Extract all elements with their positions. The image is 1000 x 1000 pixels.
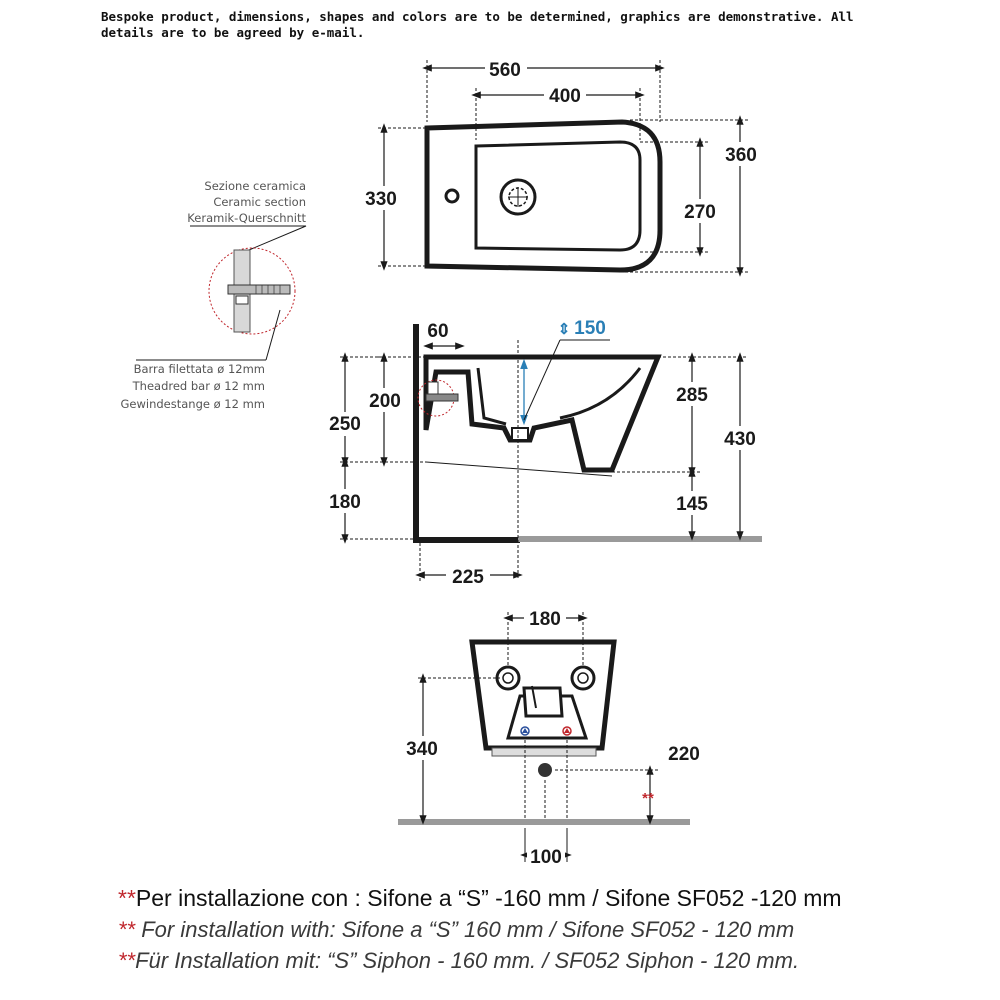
top-view-basin — [474, 140, 642, 252]
dim-60: 60 — [427, 321, 448, 342]
dim-180-side: 180 — [329, 492, 361, 513]
dim-560: 560 — [489, 60, 521, 81]
dim-430: 430 — [724, 429, 756, 450]
dim-220: 220 — [668, 744, 700, 765]
footer-english: ** For installation with: Sifone a “S” 1… — [118, 917, 794, 943]
section-note-en: Ceramic section — [213, 195, 306, 209]
dim-150-arrow-icon: ⇕ — [558, 321, 571, 338]
dim-200: 200 — [369, 391, 401, 412]
footer-stars-de: ** — [118, 948, 136, 973]
bar-note-en: Theadred bar ø 12 mm — [132, 379, 265, 393]
footer-text-de: Für Installation mit: “S” Siphon - 160 m… — [135, 948, 800, 973]
front-view-outline — [469, 639, 617, 751]
mounting-hole-left-icon — [495, 665, 521, 691]
footer-stars-en: ** — [118, 917, 136, 942]
dim-145: 145 — [676, 494, 708, 515]
footer-text-it: Per installazione con : Sifone a “S” -16… — [135, 885, 842, 911]
disclaimer-text: Bespoke product, dimensions, shapes and … — [101, 9, 854, 40]
detail-circle — [208, 247, 296, 335]
dim-100: 100 — [530, 847, 562, 868]
dim-225: 225 — [452, 567, 484, 588]
side-view-outline — [423, 354, 662, 473]
dim-340: 340 — [406, 739, 438, 760]
wall — [413, 324, 520, 543]
front-stars: ** — [642, 790, 654, 807]
top-view: 560 400 330 360 270 — [360, 56, 763, 277]
section-note-de: Keramik-Querschnitt — [187, 211, 306, 225]
dim-400: 400 — [549, 86, 581, 107]
mounting-hole-right-icon — [570, 665, 596, 691]
footer-italian: **Per installazione con : Sifone a “S” -… — [118, 885, 842, 912]
bar-note-it: Barra filettata ø 12mm — [134, 362, 265, 376]
dim-330: 330 — [365, 189, 397, 210]
dim-285: 285 — [676, 385, 708, 406]
tap-hole-icon — [444, 188, 460, 204]
dim-250: 250 — [329, 414, 361, 435]
dim-150: 150 — [574, 318, 606, 339]
section-note-it: Sezione ceramica — [204, 179, 306, 193]
ceramic-section-detail: Sezione ceramica Ceramic section Keramik… — [120, 179, 306, 411]
bar-note-de: Gewindestange ø 12 mm — [120, 397, 265, 411]
top-view-outline — [424, 119, 663, 273]
dim-270: 270 — [684, 202, 716, 223]
drain-icon — [499, 178, 537, 216]
footer-german: **Für Installation mit: “S” Siphon - 160… — [118, 948, 799, 974]
dim-360: 360 — [725, 145, 757, 166]
side-view: 60 ⇕ 150 200 250 180 285 430 — [324, 318, 762, 588]
waste-icon — [538, 763, 552, 777]
footer-text-en: For installation with: Sifone a “S” 160 … — [135, 917, 795, 942]
footer-stars-it: ** — [118, 885, 136, 911]
front-view: 180 340 220 ** 100 — [398, 606, 700, 868]
dim-180-front: 180 — [529, 609, 561, 630]
